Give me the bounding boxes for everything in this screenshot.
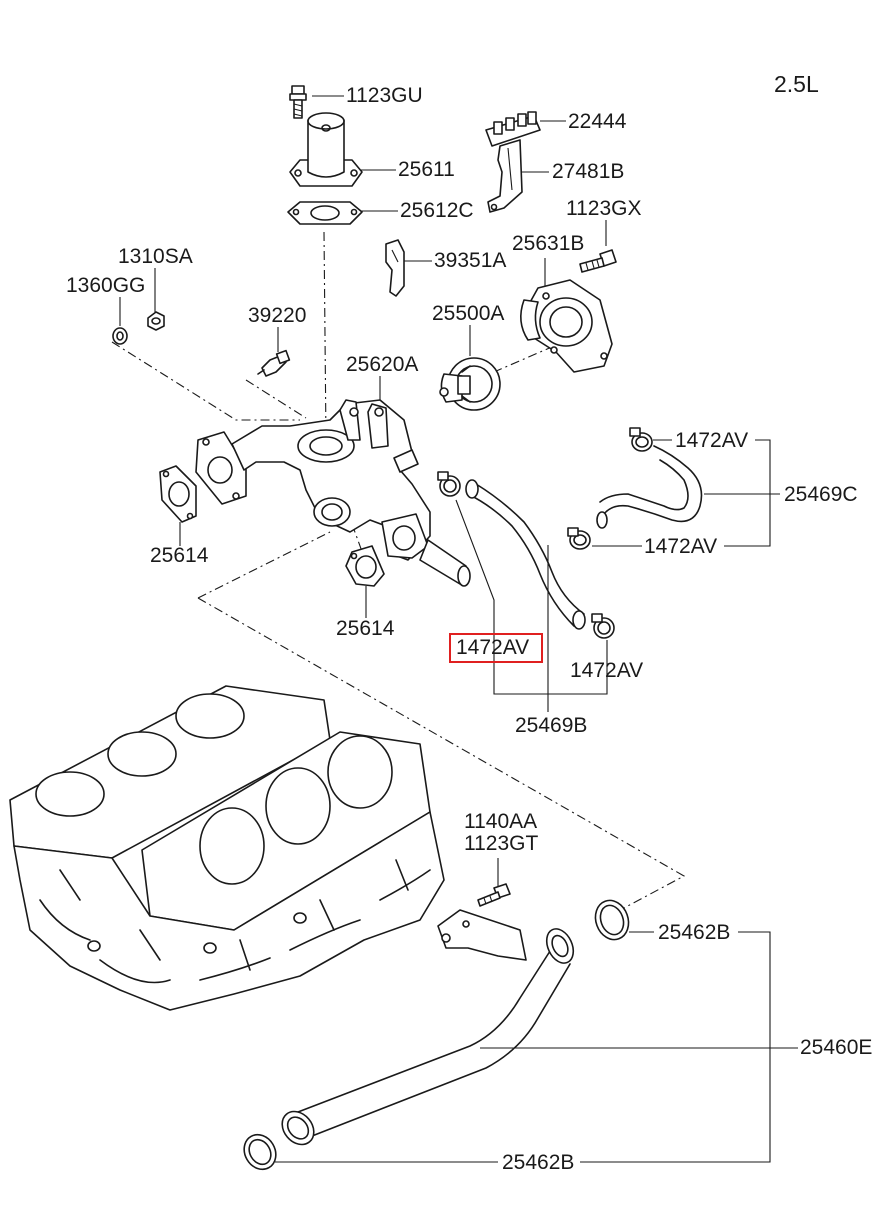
part-label-1123gu[interactable]: 1123GU: [346, 84, 423, 107]
part-label-25469c[interactable]: 25469C: [784, 483, 858, 506]
part-label-25462b-lower[interactable]: 25462B: [502, 1151, 575, 1174]
part-label-1310sa[interactable]: 1310SA: [118, 245, 193, 268]
gasket-left-icon: [159, 465, 197, 523]
outlet-gasket-icon: [287, 201, 363, 225]
engine-size-label: 2.5L: [774, 71, 819, 97]
part-label-27481b[interactable]: 27481B: [552, 160, 625, 183]
hose-clamp-mid2-icon: [591, 613, 615, 639]
hose-clamp-upper-icon: [629, 427, 653, 452]
bolt-1123gu-icon: [289, 85, 307, 119]
oring-lower-icon: [243, 1133, 277, 1171]
assembly-lines: [111, 231, 686, 909]
part-label-39220[interactable]: 39220: [248, 304, 307, 327]
thermostat-housing-cover-icon: [520, 279, 613, 373]
water-manifold-icon: [195, 399, 471, 587]
part-label-1472av-r2[interactable]: 1472AV: [644, 535, 718, 558]
part-label-25614-left[interactable]: 25614: [150, 544, 209, 567]
leader-lines: [119, 95, 798, 1163]
part-label-1472av-mid2[interactable]: 1472AV: [570, 659, 644, 682]
part-label-22444[interactable]: 22444: [568, 110, 627, 133]
part-label-25460e[interactable]: 25460E: [800, 1036, 873, 1059]
hose-upper-right-icon: [596, 445, 703, 529]
water-pipe-icon: [281, 909, 575, 1146]
washer-icon: [112, 327, 128, 345]
part-label-1123gx[interactable]: 1123GX: [566, 197, 642, 220]
part-label-39351a[interactable]: 39351A: [434, 249, 507, 272]
water-outlet-fitting-icon: [289, 112, 363, 187]
part-label-25469b[interactable]: 25469B: [515, 714, 588, 737]
hose-center-icon: [465, 479, 586, 630]
part-label-25620a[interactable]: 25620A: [346, 353, 419, 376]
part-label-25500a[interactable]: 25500A: [432, 302, 505, 325]
part-label-1123gt[interactable]: 1123GT: [464, 832, 539, 855]
part-label-25614-center[interactable]: 25614: [336, 617, 395, 640]
part-label-25462b-upper[interactable]: 25462B: [658, 921, 731, 944]
hose-clamp-lower-icon: [567, 527, 591, 550]
part-label-25612c[interactable]: 25612C: [400, 199, 474, 222]
part-label-25631b[interactable]: 25631B: [512, 232, 585, 255]
hose-clamp-mid-highlighted-icon: [437, 471, 461, 497]
part-label-1472av-highlighted[interactable]: 1472AV: [456, 636, 530, 659]
gasket-center-icon: [345, 545, 385, 587]
bolt-1140aa-icon: [477, 883, 511, 907]
part-label-1360gg[interactable]: 1360GG: [66, 274, 146, 297]
clip-icon: [385, 239, 405, 297]
thermostat-icon: [439, 357, 501, 411]
engine-block-icon: [9, 685, 445, 1011]
oring-upper-icon: [594, 899, 630, 941]
part-label-1472av-r1[interactable]: 1472AV: [675, 429, 749, 452]
bolt-1123gx-icon: [579, 249, 617, 273]
part-label-25611[interactable]: 25611: [398, 158, 455, 181]
temperature-sender-icon: [257, 349, 291, 377]
part-label-1140aa[interactable]: 1140AA: [464, 810, 538, 833]
plug-icon: [147, 311, 165, 331]
bracket-assembly-icon: [485, 111, 541, 213]
